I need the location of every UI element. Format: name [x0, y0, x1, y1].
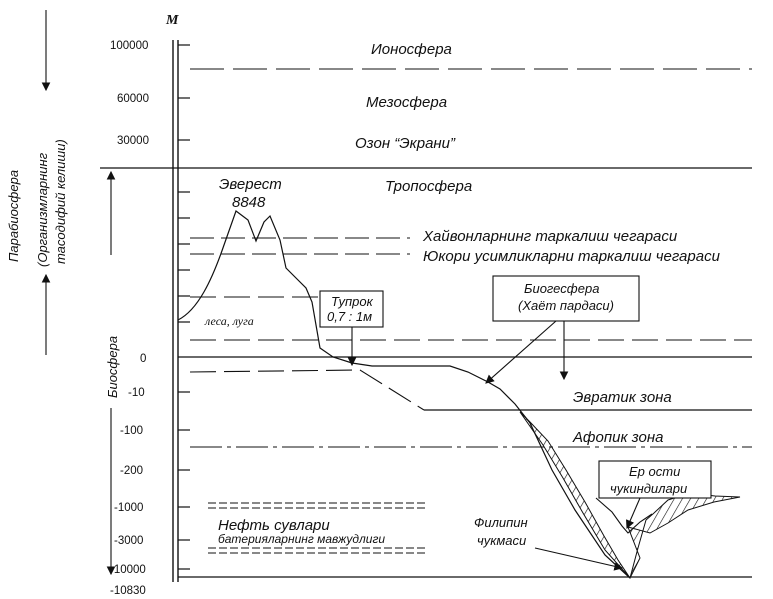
mesosphere-label: Мезосфера	[366, 94, 447, 111]
tick-labels: 100000 60000 30000 0 -10 -100 -200 -1000…	[110, 40, 149, 597]
philippine-arrow	[534, 547, 624, 571]
oil-label-2: батерияларнинг мавжудлиги	[218, 532, 385, 546]
parabiosphere-sub-2: тасодифий келиши)	[53, 139, 68, 264]
philippine-label-2: чукмаси	[477, 533, 526, 548]
tick-label: 30000	[117, 135, 149, 147]
parabiosphere-sub-1: (Организмларнинг	[35, 152, 50, 267]
oil-lines	[208, 502, 428, 554]
tick-label: -1000	[114, 502, 143, 514]
animal-limit-label: Хайвонларнинг таркалиш чегараси	[422, 228, 678, 245]
biogeosphere-label-2: (Хаёт пардаси)	[518, 298, 614, 313]
tick-label: -200	[120, 465, 143, 477]
philippine-label-1: Филипин	[474, 515, 528, 530]
tick-label: 60000	[117, 93, 149, 105]
biogeosphere-label-1: Биогесфера	[524, 281, 599, 296]
ionosphere-label: Ионосфера	[371, 41, 452, 58]
biogeosphere-box	[492, 275, 640, 322]
rifts-box	[598, 460, 712, 499]
axis-unit-label: М	[165, 13, 179, 28]
parabiosphere-label: Парабиосфера	[6, 170, 21, 262]
plant-limit-label: Юкори усимликларни таркалиш чегараси	[423, 248, 721, 265]
tick-label: -3000	[114, 535, 143, 547]
tick-label: -10000	[110, 564, 146, 576]
biogeosphere-arrow-1	[485, 320, 557, 384]
forests-label: леса, луга	[204, 314, 254, 328]
shelf-line	[189, 369, 425, 411]
biosphere-label: Биосфера	[105, 336, 120, 398]
soil-label-1: Тупрок	[331, 294, 374, 309]
everest-name: Эверест	[219, 176, 282, 193]
soil-label-2: 0,7 : 1м	[327, 309, 372, 324]
oil-label-1: Нефть сувлари	[218, 517, 330, 534]
tick-marks	[178, 44, 190, 570]
vertical-axis	[172, 40, 179, 582]
tick-label: 100000	[110, 40, 148, 52]
rift-edge	[595, 497, 653, 534]
rifts-label-1: Ер ости	[629, 464, 680, 479]
tick-label: -10830	[110, 585, 146, 597]
everest-height: 8848	[232, 194, 266, 211]
euratic-zone-label: Эвратик зона	[573, 389, 672, 406]
everest-profile	[177, 210, 631, 579]
rifts-label-2: чукиндилари	[610, 481, 687, 496]
tick-label: 0	[140, 353, 146, 365]
rifts-arrow	[626, 497, 641, 530]
troposphere-label: Тропосфера	[385, 178, 472, 195]
tick-label: -100	[120, 425, 143, 437]
ozone-label: Озон “Экрани”	[355, 135, 456, 152]
soil-box	[319, 290, 384, 328]
tick-label: -10	[128, 387, 145, 399]
aphotic-zone-label: Афопик зона	[572, 429, 663, 446]
